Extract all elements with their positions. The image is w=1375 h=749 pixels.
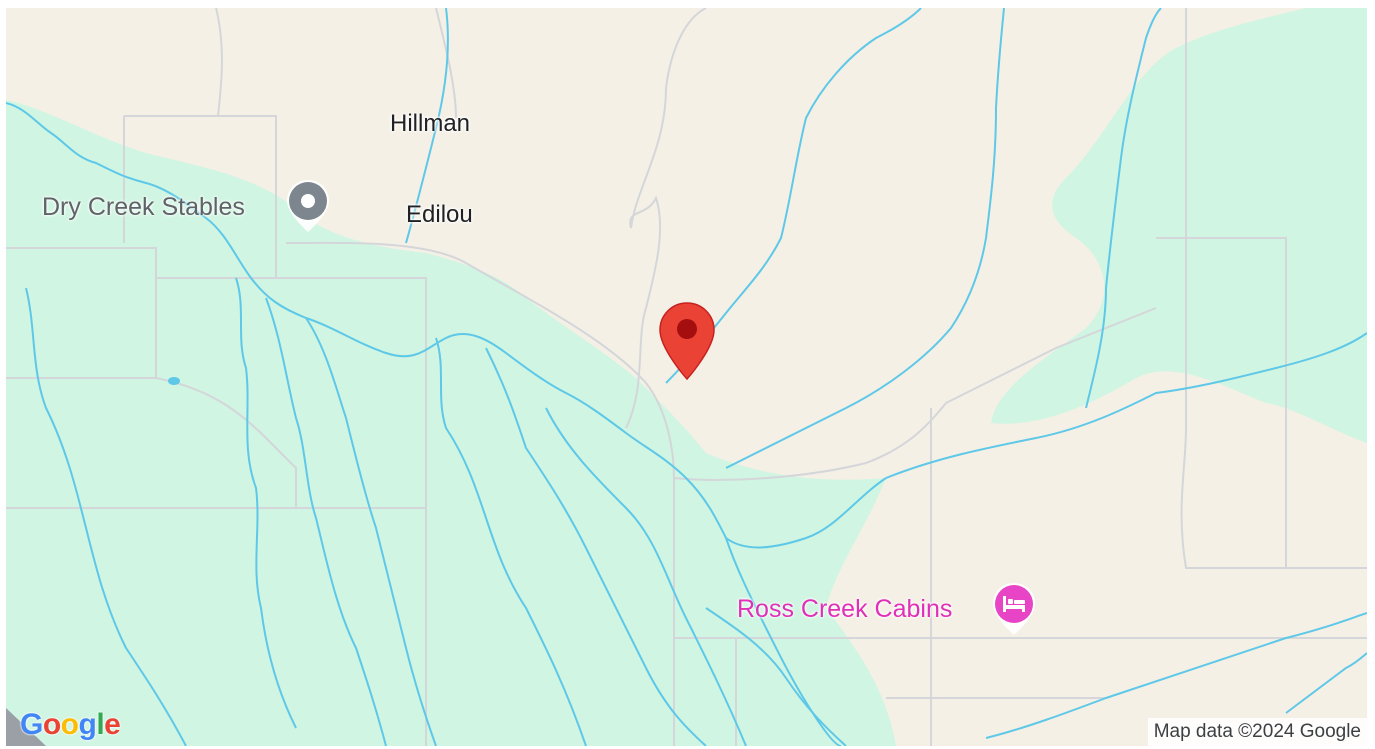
red-location-pin-icon[interactable]	[658, 301, 716, 381]
logo-letter: G	[20, 708, 43, 741]
water-streams	[6, 8, 1367, 746]
road-network	[6, 8, 1367, 746]
bed-icon[interactable]	[990, 581, 1038, 639]
town-label-hillman[interactable]: Hillman	[390, 110, 471, 137]
map-corner-shade	[6, 708, 46, 746]
map-canvas[interactable]: Hillman Edilou Dry Creek Stables Ross Cr…	[6, 8, 1367, 746]
logo-letter: e	[104, 708, 121, 741]
logo-letter: l	[96, 708, 105, 741]
pin-dot-icon[interactable]	[284, 178, 332, 236]
map-attribution[interactable]: Map data ©2024 Google	[1147, 718, 1367, 746]
map-base-layer	[6, 8, 1367, 746]
poi-label-ross-creek-cabins[interactable]: Ross Creek Cabins	[737, 595, 953, 623]
logo-letter: o	[60, 708, 79, 741]
vegetation-area-east	[991, 8, 1367, 443]
pond	[168, 377, 180, 385]
poi-label-dry-creek-stables[interactable]: Dry Creek Stables	[42, 193, 245, 221]
google-logo[interactable]: Google	[20, 708, 121, 742]
logo-letter: o	[42, 708, 61, 741]
logo-letter: g	[78, 708, 97, 741]
town-label-edilou[interactable]: Edilou	[406, 201, 473, 228]
